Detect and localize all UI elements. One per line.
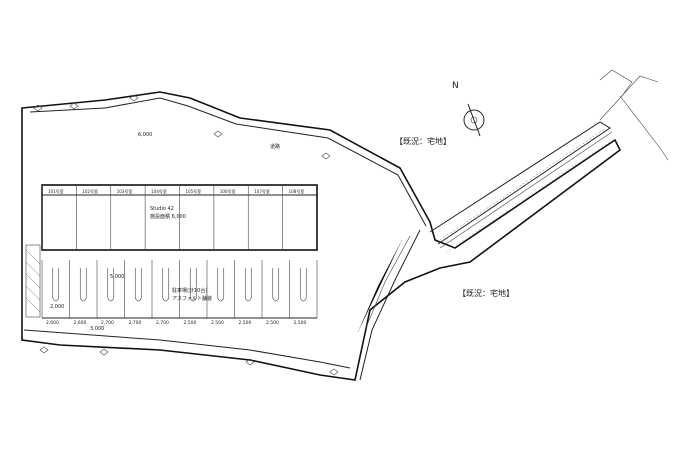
bay-width-label: 2,600 — [46, 320, 59, 326]
parking-label: 駐車場(計10台) — [172, 287, 207, 294]
unit-label: 102号室 — [82, 188, 98, 194]
unit-label: 107号室 — [254, 188, 270, 194]
bay-width-label: 2,500 — [211, 320, 224, 326]
left-retaining-wall — [25, 244, 41, 318]
dimension-mid-label: 3,000 — [90, 326, 104, 332]
parking-stall-mark — [244, 268, 252, 302]
north-arrow: N — [452, 81, 485, 137]
unit-label: 101号室 — [48, 188, 64, 194]
unit-label: 108号室 — [289, 188, 305, 194]
unit-label: 106号室 — [220, 188, 236, 194]
existing-residential-right-label: 【既況：宅地】 — [458, 288, 514, 298]
site-boundary — [21, 69, 669, 381]
building-name-label: Studio 42 — [150, 206, 174, 212]
parking-stall-mark — [217, 268, 225, 302]
parking-sub-label: アスファルト舗装 — [172, 295, 212, 302]
parking-stall-mark — [107, 268, 115, 302]
bay-width-label: 2,700 — [101, 320, 114, 326]
bay-width-label: 2,600 — [74, 320, 87, 326]
parking-stall-mark — [189, 268, 197, 302]
parking-stall-mark — [134, 268, 142, 302]
survey-markers — [33, 94, 339, 376]
bay-width-label: 2,700 — [156, 320, 169, 326]
north-mark-label: N — [452, 81, 459, 91]
bay-width-label: 2,500 — [294, 320, 307, 326]
parking-stall-mark — [272, 268, 280, 302]
dimension-top-label: 6,000 — [138, 132, 152, 138]
parking-stall-mark — [162, 268, 170, 302]
unit-label: 103号室 — [117, 188, 133, 194]
bay-width-label: 2,500 — [239, 320, 252, 326]
dimension-vertical-label: 5,000 — [110, 274, 124, 280]
bay-width-label: 2,700 — [129, 320, 142, 326]
building-area-label: 施設面積 6,000 — [150, 213, 186, 220]
parking-stall-mark — [299, 268, 307, 302]
unit-label: 104号室 — [151, 188, 167, 194]
unit-row: 101号室 102号室 103号室 104号室 105号室 106号室 107号室 108号室 — [41, 185, 305, 250]
bay-width-label: 2,500 — [266, 320, 279, 326]
parking-stall-mark — [79, 268, 87, 302]
unit-label: 105号室 — [186, 188, 202, 194]
existing-residential-top-label: 【既況：宅地】 — [395, 136, 451, 146]
dimension-left-label: 2,000 — [50, 304, 64, 310]
bay-width-label: 2,500 — [184, 320, 197, 326]
parking-stall-mark — [52, 268, 60, 302]
road-label: 道路 — [270, 143, 280, 150]
parking-bays: 2,600 2,600 2,700 2,700 2,700 2,500 2,500 2,500… — [41, 260, 318, 326]
